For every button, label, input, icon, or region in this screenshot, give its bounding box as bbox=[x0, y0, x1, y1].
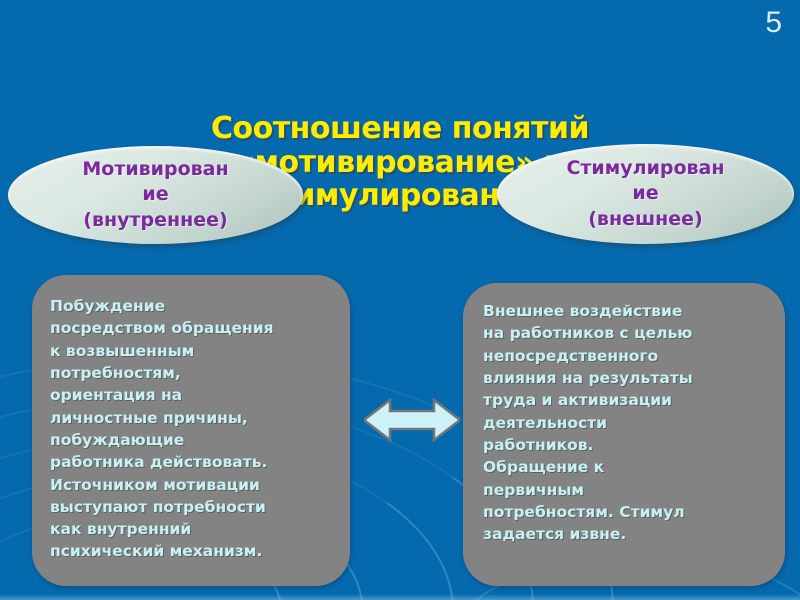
oval-left-label: Мотивирован ие (внутреннее) bbox=[82, 158, 229, 231]
description-box-stimulation: Внешнее воздействие на работников с цель… bbox=[463, 283, 785, 586]
oval-stimulation-external: Стимулирован ие (внешнее) bbox=[497, 144, 794, 244]
description-box-stimulation-text: Внешнее воздействие на работников с цель… bbox=[483, 302, 693, 544]
description-box-motivation-text: Побуждение посредством обращения к возвы… bbox=[50, 297, 274, 561]
double-headed-arrow-icon bbox=[364, 397, 460, 443]
oval-right-label: Стимулирован ие (внешнее) bbox=[566, 157, 725, 230]
slide-number: 5 bbox=[765, 6, 782, 39]
waterline bbox=[0, 594, 800, 600]
oval-motivation-internal: Мотивирован ие (внутреннее) bbox=[8, 146, 303, 244]
description-box-motivation: Побуждение посредством обращения к возвы… bbox=[32, 275, 350, 586]
